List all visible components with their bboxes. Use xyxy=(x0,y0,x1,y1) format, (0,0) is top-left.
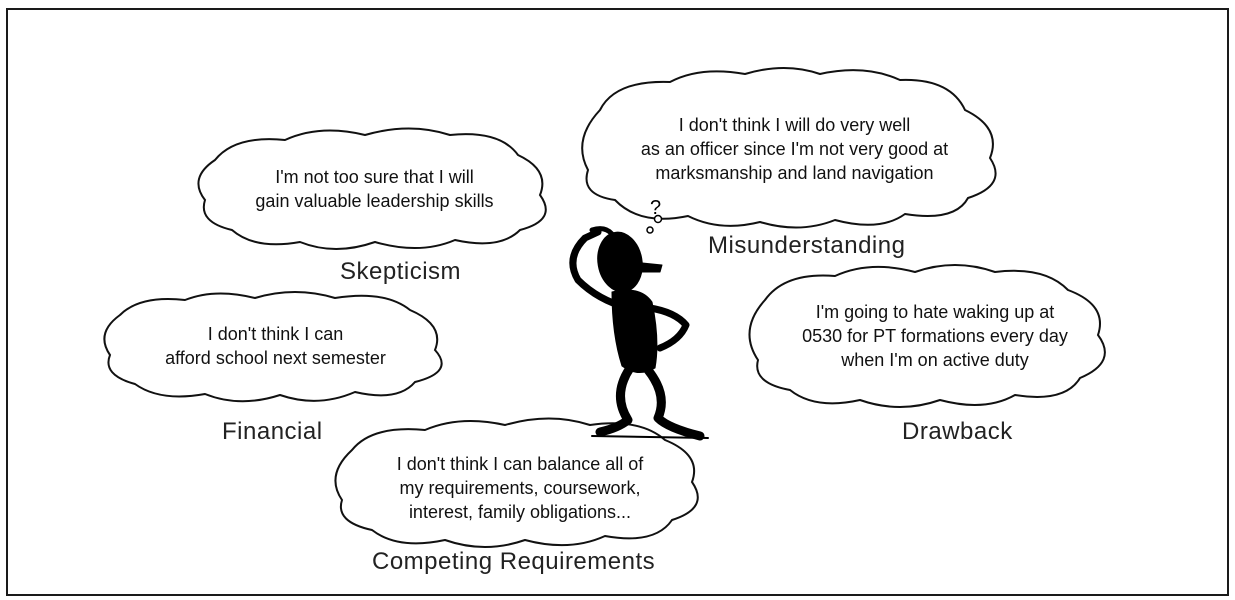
thought-line: as an officer since I'm not very good at xyxy=(640,139,949,159)
thought-line: I don't think I can balance all of xyxy=(396,454,644,474)
thought-text-financial: I don't think I can afford school next s… xyxy=(128,322,423,370)
thought-text-skepticism: I'm not too sure that I will gain valuab… xyxy=(222,165,527,213)
thought-text-drawback: I'm going to hate waking up at 0530 for … xyxy=(775,300,1095,372)
thought-line: I don't think I can xyxy=(207,324,344,344)
thought-line: my requirements, coursework, xyxy=(399,478,641,498)
thinking-stick-figure-icon xyxy=(569,226,709,441)
thought-line: afford school next semester xyxy=(165,348,386,368)
thought-line: when I'm on active duty xyxy=(841,350,1029,370)
thought-line: gain valuable leadership skills xyxy=(255,191,494,211)
label-competing-requirements: Competing Requirements xyxy=(372,548,656,575)
label-misunderstanding: Misunderstanding xyxy=(708,232,906,259)
thought-line: marksmanship and land navigation xyxy=(655,163,934,183)
thought-text-misunderstanding: I don't think I will do very well as an … xyxy=(612,113,977,185)
cloud-shape-financial xyxy=(103,291,443,403)
cloud-shape-skepticism xyxy=(197,127,547,250)
thought-line: I don't think I will do very well xyxy=(678,115,911,135)
cloud-shape-drawback xyxy=(748,264,1106,408)
question-mark-icon: ? xyxy=(650,197,661,219)
label-skepticism: Skepticism xyxy=(340,258,462,285)
thought-text-competing: I don't think I can balance all of my re… xyxy=(360,452,680,524)
thought-line: I'm going to hate waking up at xyxy=(815,302,1055,322)
cloud-shape-misunderstanding xyxy=(581,67,997,229)
thought-line: 0530 for PT formations every day xyxy=(802,326,1068,346)
label-financial: Financial xyxy=(222,418,323,445)
thought-line: interest, family obligations... xyxy=(408,502,632,522)
label-drawback: Drawback xyxy=(902,418,1013,445)
thought-line: I'm not too sure that I will xyxy=(275,167,474,187)
cloud-shape-competing xyxy=(334,417,699,548)
